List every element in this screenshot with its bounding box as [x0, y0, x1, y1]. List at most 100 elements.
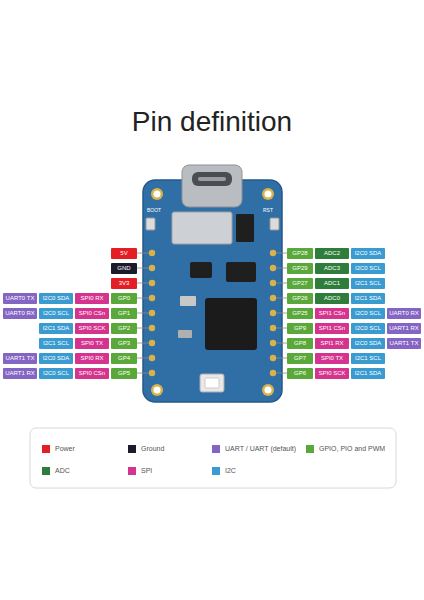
- pin-name: I2C1 SCL: [355, 278, 381, 289]
- pin-name: SPI0 RX: [80, 293, 103, 304]
- pin-label: SPI0 CSn: [75, 308, 109, 319]
- pin-label: UART1 RX: [3, 368, 37, 379]
- silkscreen-label: BOOT: [147, 207, 161, 213]
- pin-label: GP25: [287, 308, 313, 319]
- legend-swatch: [128, 445, 136, 453]
- pin-name: SPI0 RX: [80, 353, 103, 364]
- pin-label: I2C0 SCL: [39, 308, 73, 319]
- pin-name: SPI0 TX: [321, 353, 343, 364]
- pin-name: GP29: [292, 263, 307, 274]
- pin-name: GP5: [118, 368, 130, 379]
- pin-label: I2C1 SDA: [351, 293, 385, 304]
- pin-name: GP28: [292, 248, 307, 259]
- pin-label: GP29: [287, 263, 313, 274]
- pin-name: UART1 RX: [389, 323, 419, 334]
- pin-name: I2C1 SDA: [355, 368, 382, 379]
- pin-label: UART0 TX: [3, 293, 37, 304]
- pin-name: GP6: [294, 368, 306, 379]
- pin-name: ADC0: [324, 293, 340, 304]
- pin-name: I2C0 SCL: [43, 368, 69, 379]
- pin-label: GP1: [111, 308, 137, 319]
- pin-name: I2C0 SDA: [355, 248, 382, 259]
- pin-label: SPI1 RX: [315, 338, 349, 349]
- pin-name: I2C1 SDA: [43, 323, 70, 334]
- pin-name: UART0 RX: [389, 308, 419, 319]
- pin-label: I2C0 SDA: [351, 338, 385, 349]
- pin-name: GND: [117, 263, 130, 274]
- pin-label: UART0 RX: [387, 308, 421, 319]
- pin-name: GP0: [118, 293, 130, 304]
- pin-name: I2C0 SCL: [355, 308, 381, 319]
- legend-text: ADC: [55, 466, 70, 476]
- pin-name: SPI0 SCK: [318, 368, 345, 379]
- pin-label: GP6: [287, 368, 313, 379]
- legend-text: UART / UART (default): [225, 444, 296, 454]
- pin-name: SPI1 RX: [320, 338, 343, 349]
- pin-name: I2C1 SDA: [355, 293, 382, 304]
- pin-label: SPI1 CSn: [315, 323, 349, 334]
- pin-name: ADC2: [324, 248, 340, 259]
- pin-label: GP5: [111, 368, 137, 379]
- pin-label: I2C0 SCL: [351, 263, 385, 274]
- pin-label: GP28: [287, 248, 313, 259]
- pin-label: I2C0 SCL: [351, 323, 385, 334]
- legend-text: I2C: [225, 466, 236, 476]
- pin-label: GP2: [111, 323, 137, 334]
- pin-label: GP3: [111, 338, 137, 349]
- pin-name: SPI1 CSn: [319, 308, 345, 319]
- pin-label: I2C0 SDA: [351, 248, 385, 259]
- silkscreen-label: RST: [263, 207, 273, 213]
- legend-text: Power: [55, 444, 75, 454]
- pin-label: GP9: [287, 323, 313, 334]
- legend-swatch: [212, 445, 220, 453]
- pin-label: GP8: [287, 338, 313, 349]
- pin-name: I2C0 SDA: [355, 338, 382, 349]
- pin-label: SPI0 TX: [75, 338, 109, 349]
- pin-label: I2C1 SCL: [39, 338, 73, 349]
- pin-label: SPI0 SCK: [75, 323, 109, 334]
- pin-label: I2C1 SCL: [351, 353, 385, 364]
- pin-name: GP2: [118, 323, 130, 334]
- pin-label: ADC3: [315, 263, 349, 274]
- legend-text: Ground: [141, 444, 164, 454]
- pin-name: SPI0 SCK: [78, 323, 105, 334]
- pin-name: ADC1: [324, 278, 340, 289]
- pin-label: SPI0 RX: [75, 293, 109, 304]
- pin-label: GND: [111, 263, 137, 274]
- legend-text: SPI: [141, 466, 152, 476]
- pin-label: ADC2: [315, 248, 349, 259]
- pin-name: UART0 RX: [5, 308, 35, 319]
- legend-swatch: [42, 445, 50, 453]
- pin-label: ADC1: [315, 278, 349, 289]
- pin-name: SPI0 TX: [81, 338, 103, 349]
- pin-name: ADC3: [324, 263, 340, 274]
- pin-label: GP0: [111, 293, 137, 304]
- pin-label: UART1 TX: [3, 353, 37, 364]
- pin-label: 5V: [111, 248, 137, 259]
- legend-swatch: [128, 467, 136, 475]
- pin-label: SPI0 TX: [315, 353, 349, 364]
- pin-label: GP27: [287, 278, 313, 289]
- pin-label: UART0 RX: [3, 308, 37, 319]
- pin-name: GP9: [294, 323, 306, 334]
- pin-name: I2C0 SDA: [43, 293, 70, 304]
- pin-label: ADC0: [315, 293, 349, 304]
- pin-label: I2C0 SCL: [351, 308, 385, 319]
- pin-name: I2C0 SCL: [355, 323, 381, 334]
- pin-name: GP4: [118, 353, 130, 364]
- pin-name: I2C0 SDA: [43, 353, 70, 364]
- pin-name: SPI1 CSn: [319, 323, 345, 334]
- pin-name: I2C1 SCL: [355, 353, 381, 364]
- pin-name: SPI0 CSn: [79, 368, 105, 379]
- pin-name: GP25: [292, 308, 307, 319]
- legend-swatch: [212, 467, 220, 475]
- pin-name: I2C0 SCL: [355, 263, 381, 274]
- pin-label: SPI0 RX: [75, 353, 109, 364]
- pin-name: UART1 RX: [5, 368, 35, 379]
- pin-name: GP3: [118, 338, 130, 349]
- pin-label: I2C1 SDA: [39, 323, 73, 334]
- pin-name: 5V: [120, 248, 127, 259]
- pin-name: GP7: [294, 353, 306, 364]
- pin-name: UART0 TX: [6, 293, 35, 304]
- pin-name: GP1: [118, 308, 130, 319]
